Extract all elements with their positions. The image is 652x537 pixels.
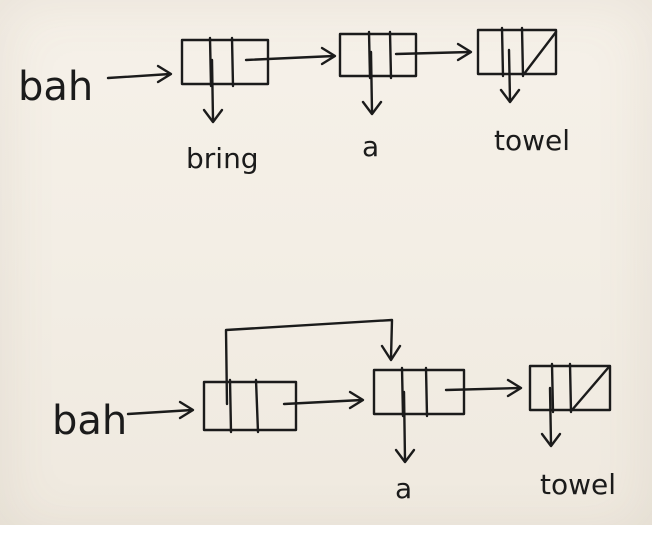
value-label-a: a bbox=[395, 472, 412, 505]
value-pointer-arrow bbox=[507, 48, 512, 102]
node-a bbox=[338, 30, 418, 116]
next-pointer-arrow bbox=[244, 54, 336, 62]
node-towel bbox=[476, 26, 558, 104]
node-towel bbox=[528, 362, 612, 448]
node-box bbox=[202, 380, 298, 432]
value-label-bring: bring bbox=[186, 142, 259, 175]
node-box bbox=[180, 38, 270, 86]
value-label-towel: towel bbox=[540, 468, 616, 501]
next-pointer-arrow bbox=[394, 50, 472, 56]
diagram-before-removal: bah bring a bbox=[18, 26, 570, 175]
diagram-after-removal: bah a bbox=[52, 318, 616, 505]
image-bottom-border bbox=[0, 525, 652, 537]
head-label-bah-1: bah bbox=[18, 64, 93, 110]
node-bring bbox=[180, 36, 270, 124]
value-label-a: a bbox=[362, 130, 379, 163]
node-a bbox=[372, 366, 466, 464]
null-slash bbox=[522, 30, 558, 76]
null-slash bbox=[570, 366, 610, 412]
next-pointer-arrow bbox=[282, 398, 364, 406]
head-arrow-2 bbox=[126, 408, 194, 416]
value-pointer-arrow bbox=[402, 390, 407, 462]
head-label-bah-2: bah bbox=[52, 398, 127, 444]
bypass-pointer-arrow bbox=[224, 318, 394, 406]
head-arrow-1 bbox=[106, 72, 172, 80]
node-box bbox=[372, 368, 466, 416]
value-label-towel: towel bbox=[494, 124, 570, 157]
node-box bbox=[338, 32, 418, 78]
node-bypassed bbox=[202, 378, 298, 434]
value-pointer-arrow bbox=[548, 386, 553, 446]
value-pointer-arrow bbox=[369, 50, 374, 114]
node-box bbox=[476, 28, 558, 76]
next-pointer-arrow bbox=[444, 386, 522, 392]
value-pointer-arrow bbox=[210, 58, 215, 122]
